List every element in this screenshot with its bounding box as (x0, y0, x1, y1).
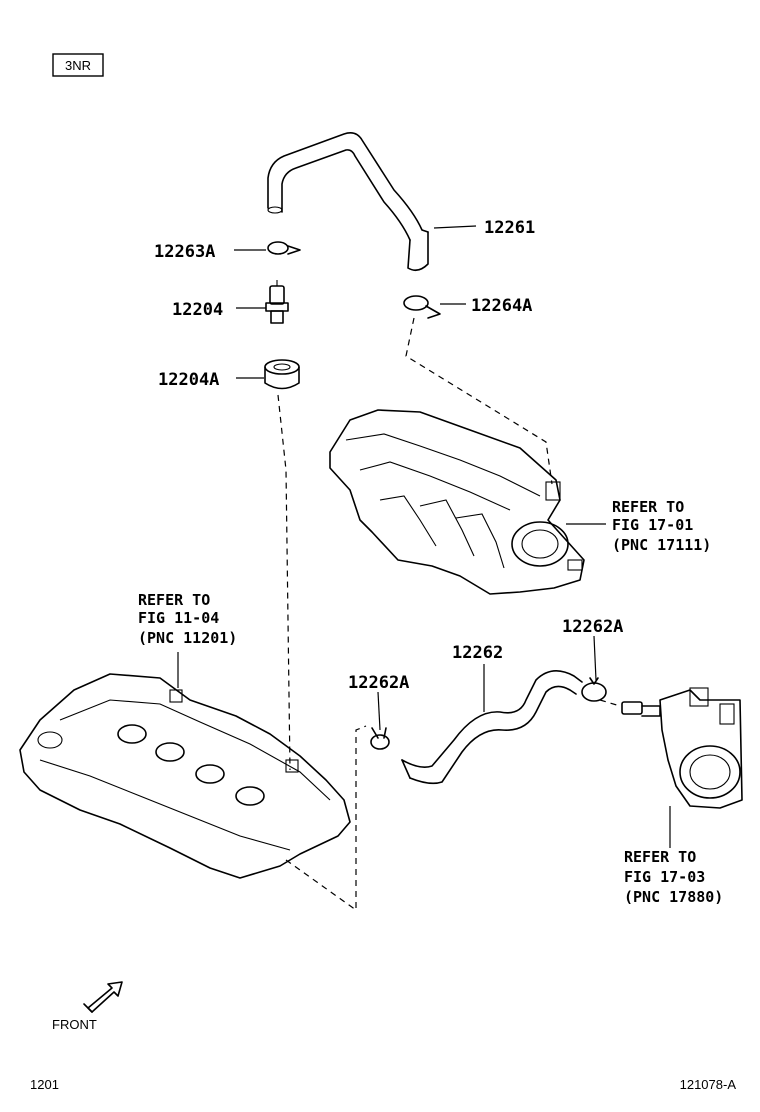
reference-line: FIG 17-01 (612, 516, 693, 534)
reference-line: FIG 17-03 (624, 868, 705, 886)
label-clip-upper-left: 12263A (154, 242, 215, 262)
reference-cylinder-head-cover: REFER TO FIG 11-04 (PNC 11201) (138, 591, 237, 647)
reference-line: (PNC 17880) (624, 888, 723, 906)
label-clamp-lower-left: 12262A (348, 673, 409, 693)
assembly-lines (277, 317, 621, 912)
reference-line: REFER TO (612, 498, 684, 516)
engine-badge-label: 3NR (65, 58, 91, 73)
upper-pcv-hose (267, 132, 429, 272)
reference-throttle-body: REFER TO FIG 17-03 (PNC 17880) (624, 848, 723, 906)
lower-pcv-hose (401, 670, 583, 785)
label-hose-upper: 12261 (484, 218, 535, 238)
grommet (264, 359, 300, 390)
throttle-body (621, 687, 743, 809)
reference-line: (PNC 17111) (612, 536, 711, 554)
clip-upper-right (403, 295, 441, 319)
label-clip-upper-right: 12264A (471, 296, 532, 316)
intake-manifold (329, 409, 585, 595)
page-code: 1201 (30, 1077, 59, 1092)
engine-badge: 3NR (52, 53, 104, 77)
front-arrow-icon (83, 981, 123, 1013)
label-hose-lower: 12262 (452, 643, 503, 663)
label-pcv-valve: 12204 (172, 300, 223, 320)
clamp-lower-right (581, 677, 607, 702)
leader-lines (177, 225, 671, 848)
reference-line: REFER TO (624, 848, 696, 866)
reference-intake-manifold: REFER TO FIG 17-01 (PNC 17111) (612, 498, 711, 554)
figure-id: 121078-A (680, 1077, 737, 1092)
clip-upper-left (267, 241, 301, 255)
label-grommet: 12204A (158, 370, 219, 390)
cylinder-head-cover (19, 673, 351, 879)
clamp-lower-left (370, 727, 390, 750)
reference-line: (PNC 11201) (138, 629, 237, 647)
reference-line: FIG 11-04 (138, 609, 219, 627)
front-label: FRONT (52, 1017, 97, 1032)
reference-line: REFER TO (138, 591, 210, 609)
pcv-valve (265, 280, 289, 324)
label-clamp-lower-right: 12262A (562, 617, 623, 637)
